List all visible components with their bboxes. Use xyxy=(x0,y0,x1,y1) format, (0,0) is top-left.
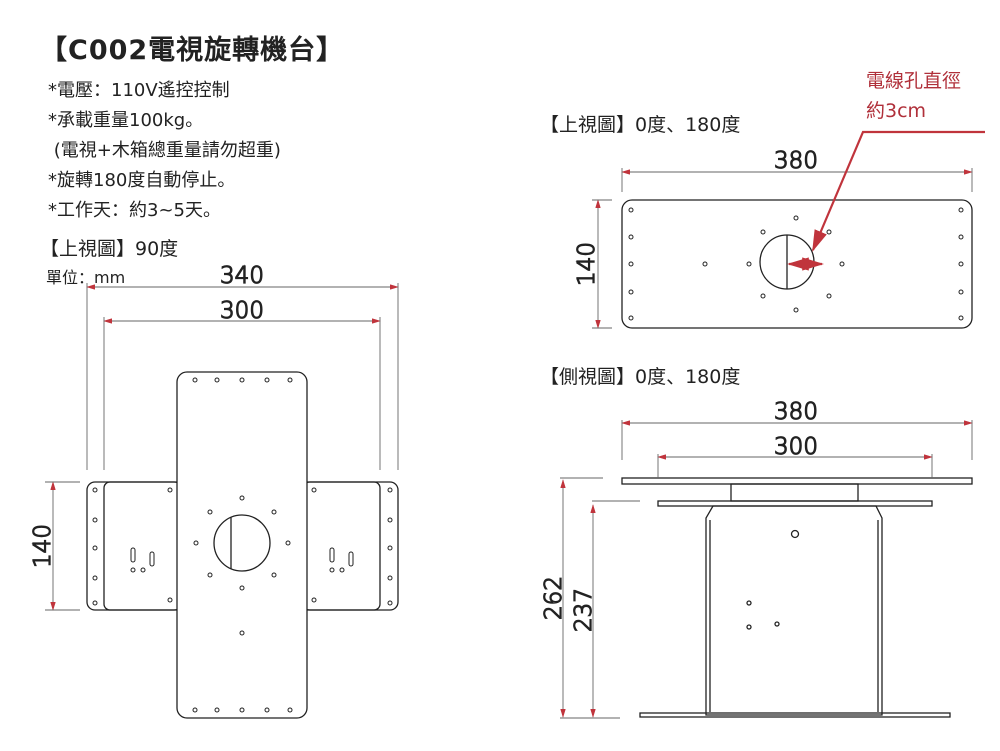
spec-list: *電壓：110V遙控控制 *承載重量100kg。 (電視+木箱總重量請勿超重) … xyxy=(48,76,281,226)
dim-262: 262 xyxy=(541,576,567,620)
top-view-0-180-drawing: 380 140 xyxy=(573,130,985,329)
spec-lead-time: *工作天：約3~5天。 xyxy=(48,200,221,221)
spec-load-note: (電視+木箱總重量請勿超重) xyxy=(48,140,281,161)
dim-140-top: 140 xyxy=(574,242,600,286)
dim-300: 300 xyxy=(220,298,264,324)
dim-380-top: 380 xyxy=(774,148,818,174)
top-view-90-label: 【上視圖】90度 xyxy=(40,238,179,260)
spec-rotation: *旋轉180度自動停止。 xyxy=(48,170,236,191)
top-view-90-drawing: 340 300 140 xyxy=(29,262,399,719)
dim-140: 140 xyxy=(30,524,56,568)
page-title: 【C002電視旋轉機台】 xyxy=(40,35,345,66)
spec-voltage: *電壓：110V遙控控制 xyxy=(48,80,230,101)
dim-237: 237 xyxy=(571,588,597,632)
cable-hole-note-line2: 約3cm xyxy=(866,100,927,122)
spec-load: *承載重量100kg。 xyxy=(48,110,204,131)
top-view-0-180-label: 【上視圖】0度、180度 xyxy=(540,114,741,136)
side-view-label: 【側視圖】0度、180度 xyxy=(540,366,741,388)
cable-hole-note: 電線孔直徑 約3cm xyxy=(866,66,961,126)
dim-380-side: 380 xyxy=(774,399,818,425)
unit-label: 單位：mm xyxy=(46,268,126,287)
cable-hole-note-line1: 電線孔直徑 xyxy=(866,70,962,92)
dim-340: 340 xyxy=(220,263,264,289)
dim-300-side: 300 xyxy=(774,434,818,460)
side-view-drawing: 380 300 262 237 xyxy=(540,398,973,719)
cable-hole-arrow xyxy=(786,130,985,271)
